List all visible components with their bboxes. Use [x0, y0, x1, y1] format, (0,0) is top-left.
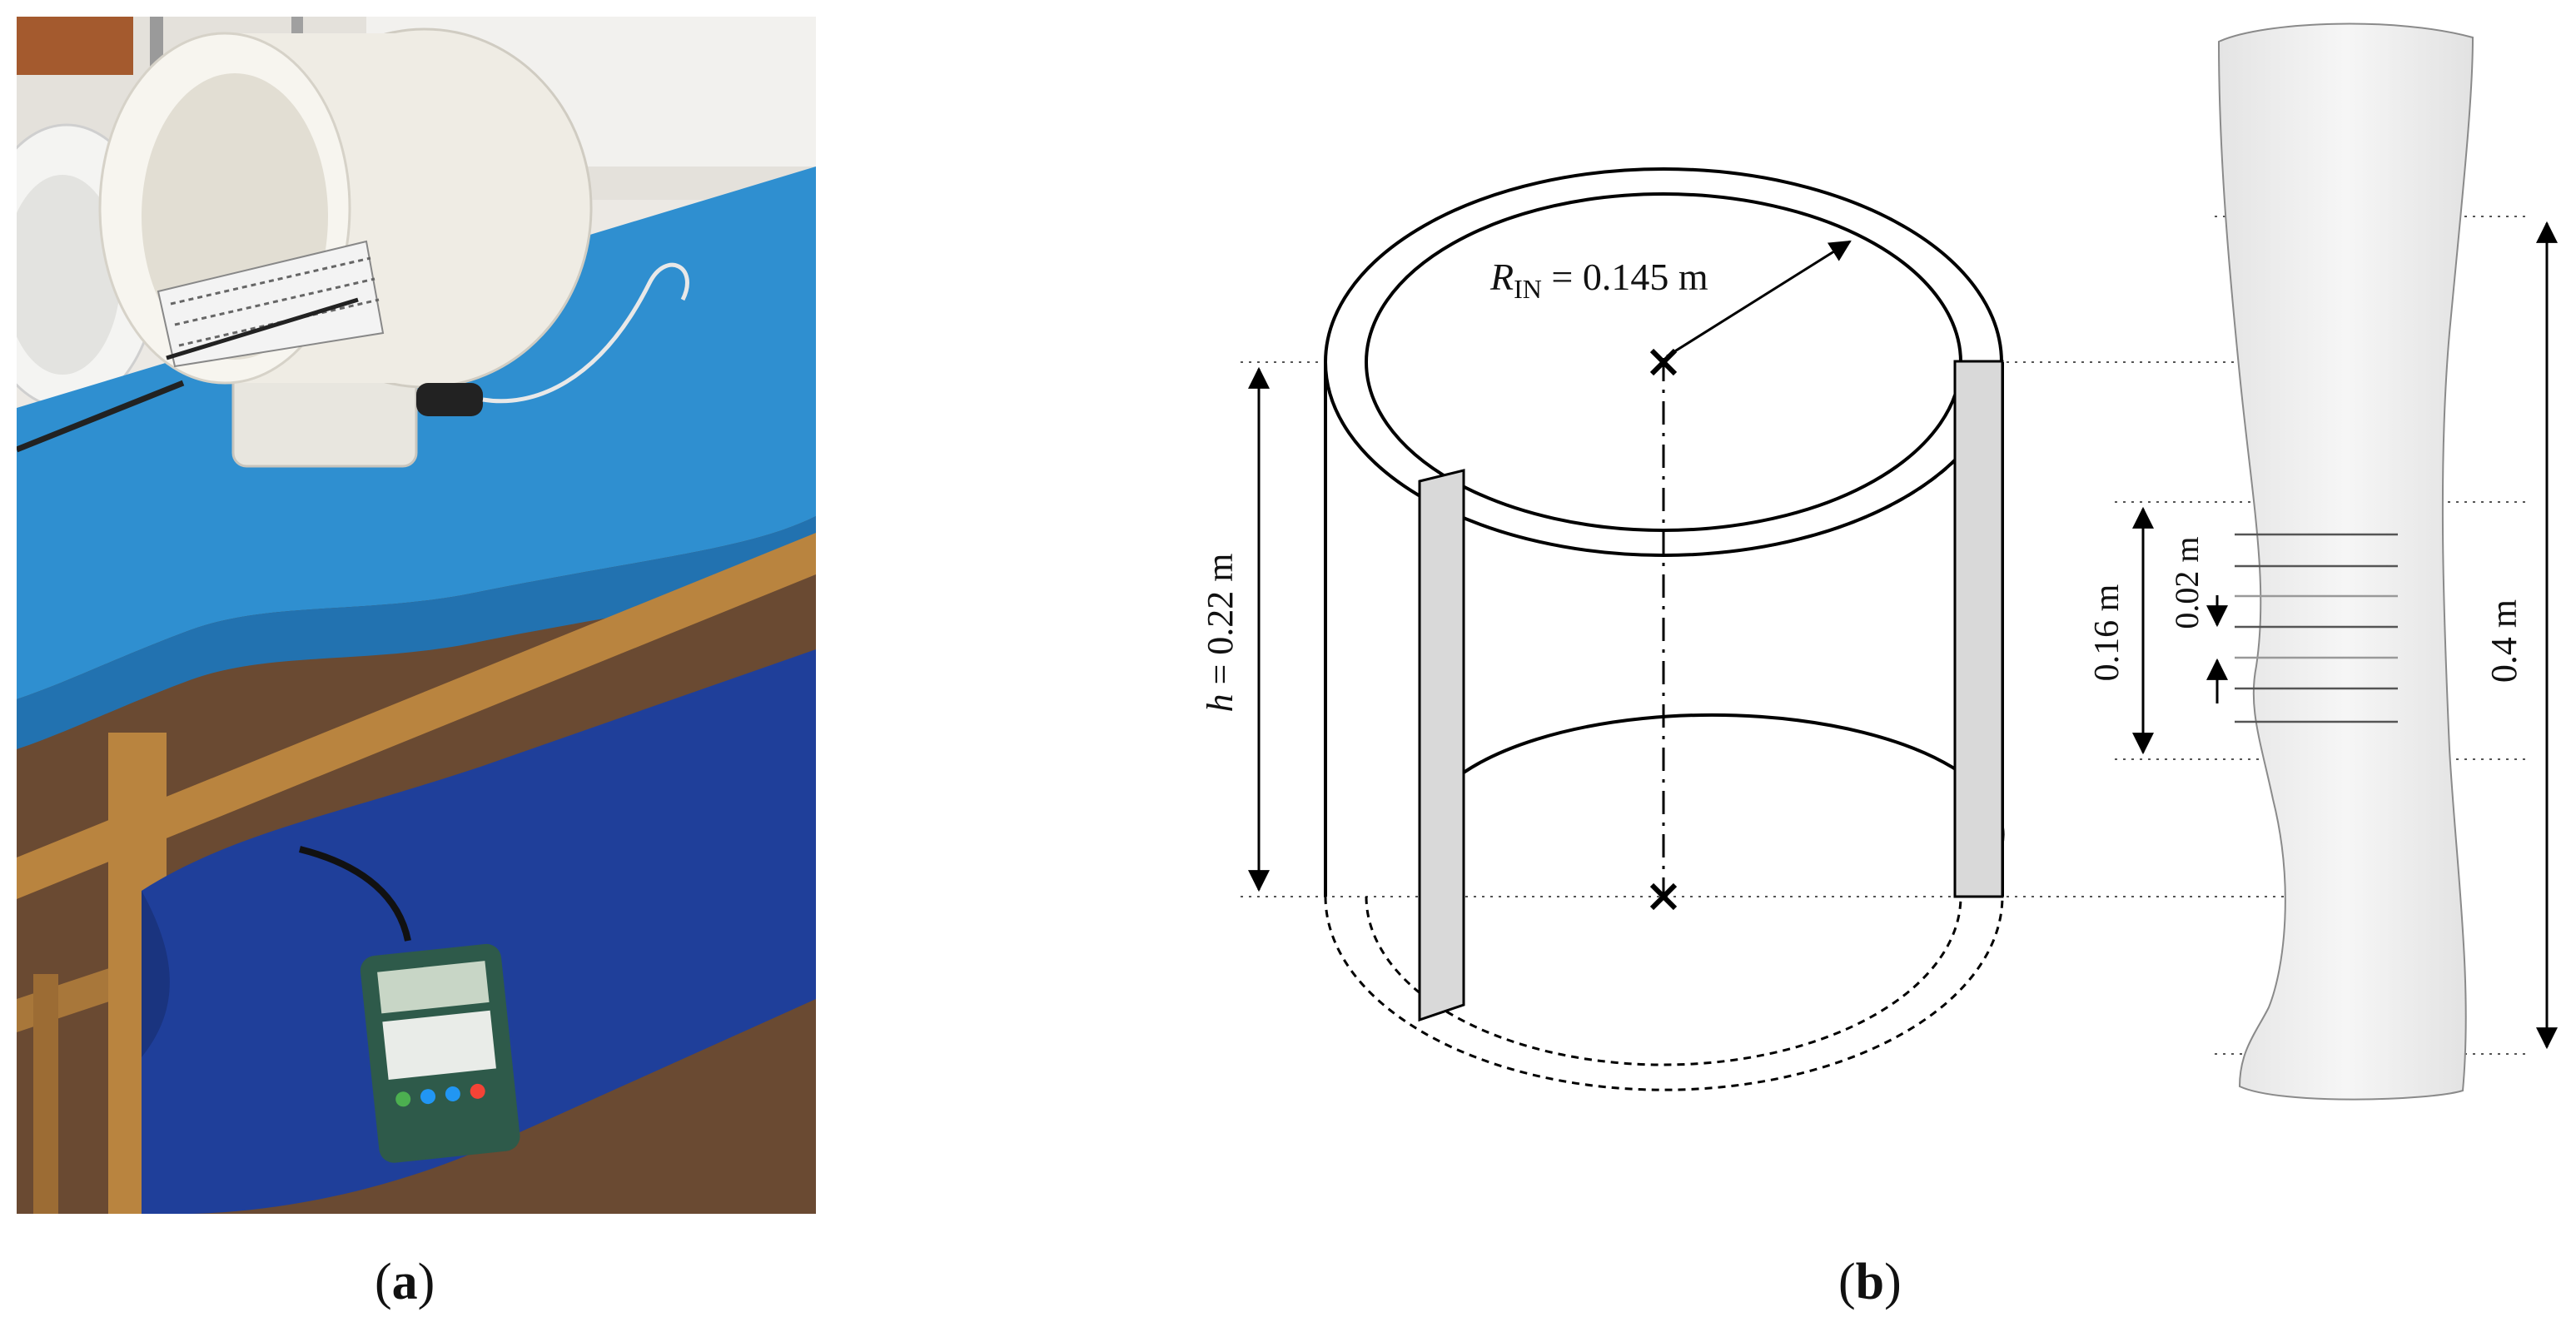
caption-b: (b) — [1838, 1254, 1902, 1310]
coil-wall-section — [1418, 360, 2004, 1022]
radius-arrow — [1666, 240, 1852, 358]
photo-magnetotherapy-device — [17, 17, 816, 1214]
dimension-002-label: 0.02 m — [2168, 536, 2206, 629]
dimension-04-label: 0.4 m — [2484, 599, 2524, 683]
axis-center-mark-bottom — [1649, 882, 1678, 911]
leg-outline — [2217, 22, 2474, 1101]
height-label: h = 0.22 m — [1200, 553, 1241, 712]
dimension-016-label: 0.16 m — [2088, 584, 2126, 681]
photo-illustration — [17, 17, 816, 1214]
leg-measurement-lines — [2235, 533, 2398, 723]
caption-a: (a) — [375, 1254, 435, 1310]
radius-label: RIN = 0.145 m — [1489, 256, 1708, 304]
